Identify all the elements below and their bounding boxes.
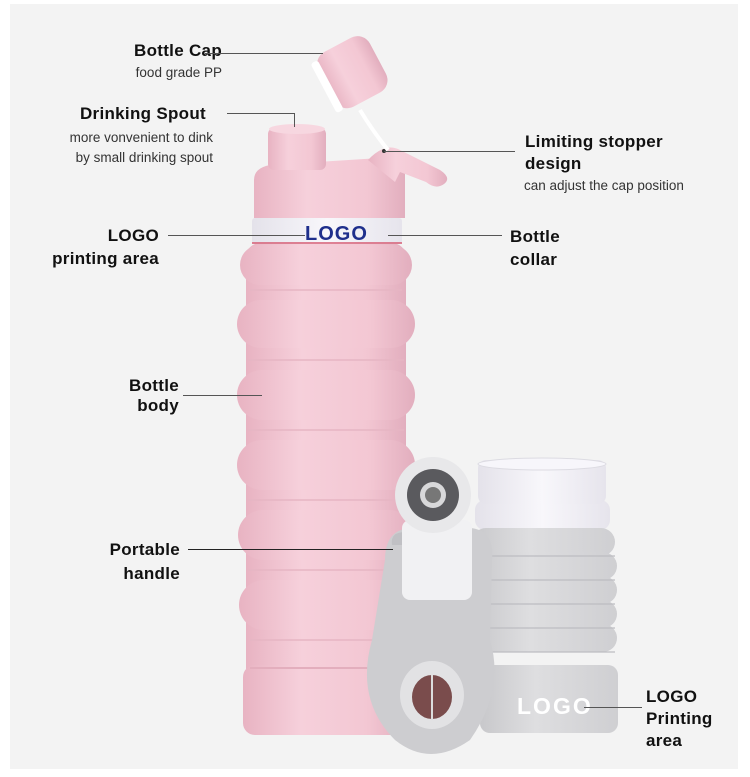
pink-lid bbox=[254, 124, 448, 218]
logo-area-left-title-1: LOGO bbox=[107, 226, 159, 245]
portable-handle bbox=[366, 457, 495, 754]
gray-bottle bbox=[472, 457, 618, 733]
bottle-cap bbox=[311, 36, 390, 152]
collar-logo: LOGO bbox=[305, 223, 368, 245]
logo-area-right-title-2: Printing bbox=[646, 709, 713, 728]
limiting-stopper-leader bbox=[384, 151, 515, 152]
gray-bottle-logo: LOGO bbox=[517, 693, 593, 719]
limiting-stopper-desc: can adjust the cap position bbox=[524, 178, 684, 193]
bottle-body-title-1: Bottle bbox=[129, 376, 179, 395]
bottle-collar-title-2: collar bbox=[510, 250, 558, 269]
drinking-spout-title: Drinking Spout bbox=[79, 104, 206, 123]
bottle-collar-title-1: Bottle bbox=[510, 227, 560, 246]
portable-handle-leader bbox=[188, 549, 393, 550]
logo-area-left-leader bbox=[168, 235, 305, 236]
pink-bottle-body bbox=[237, 243, 415, 735]
bottle-body-leader bbox=[183, 395, 262, 396]
bottle-cap-desc: food grade PP bbox=[135, 65, 222, 80]
bottle-cap-title: Bottle Cap bbox=[134, 41, 222, 60]
drinking-spout-leader bbox=[227, 113, 295, 114]
drinking-spout-leader-drop bbox=[294, 113, 295, 127]
drinking-spout-desc-1: more vonvenient to dink bbox=[69, 130, 213, 145]
logo-area-right-title-3: area bbox=[646, 731, 683, 750]
bottle-cap-leader bbox=[205, 53, 323, 54]
limiting-stopper-title-1: Limiting stopper bbox=[525, 132, 663, 151]
drinking-spout-desc-2: by small drinking spout bbox=[75, 150, 213, 165]
bottle-collar bbox=[252, 218, 402, 244]
portable-handle-title-1: Portable bbox=[109, 540, 180, 559]
logo-area-left-title-2: printing area bbox=[52, 249, 159, 268]
bottle-body-title-2: body bbox=[137, 396, 179, 415]
portable-handle-title-2: handle bbox=[123, 564, 180, 583]
logo-area-right-leader bbox=[584, 707, 642, 708]
limiting-stopper-title-2: design bbox=[525, 154, 582, 173]
bottle-collar-leader bbox=[388, 235, 502, 236]
logo-area-right-title-1: LOGO bbox=[646, 687, 698, 706]
